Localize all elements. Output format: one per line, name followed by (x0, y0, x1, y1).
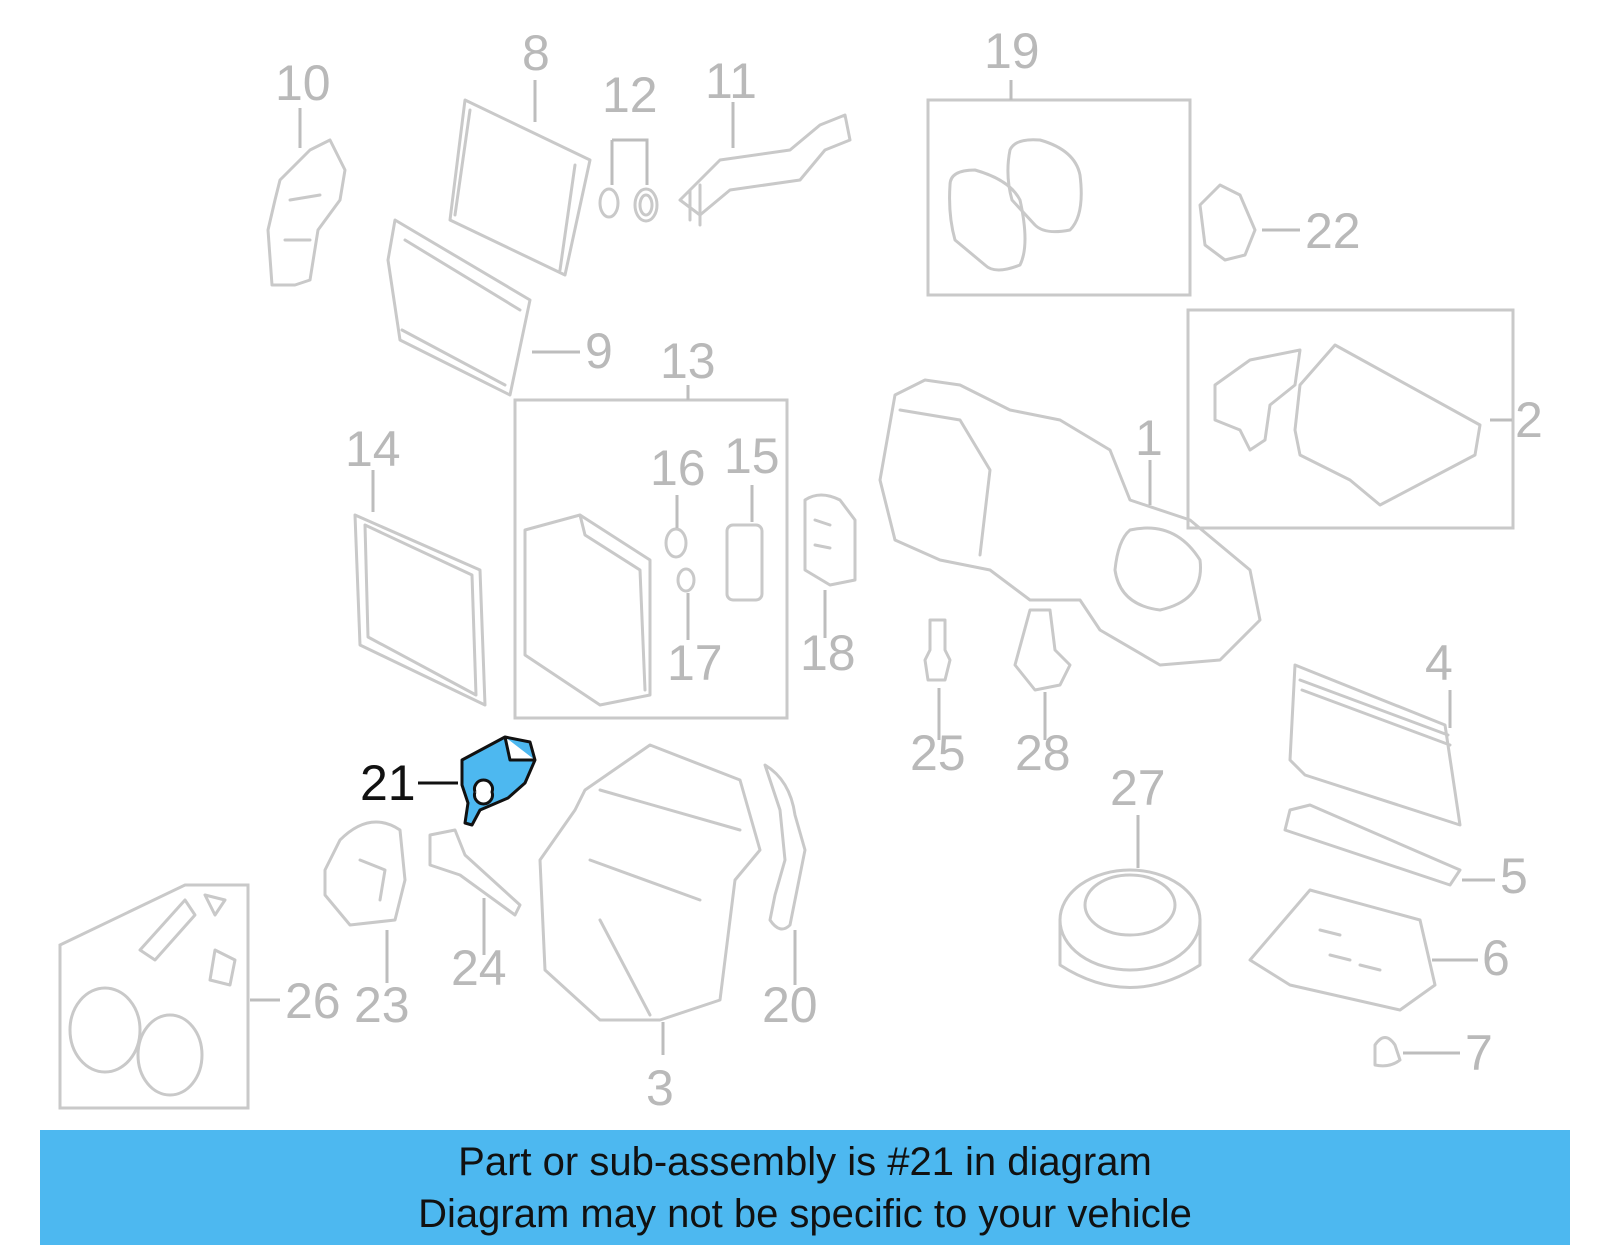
callout-2: 2 (1515, 392, 1543, 448)
info-banner: Part or sub-assembly is #21 in diagram D… (40, 1130, 1570, 1245)
part-19-seal-a (948, 168, 1027, 272)
part-27-blower-hub (1083, 873, 1177, 937)
part-15-valve (725, 523, 764, 602)
part-20-hose (763, 763, 807, 931)
part-12-oring-a (598, 187, 620, 219)
part-22-actuator (1198, 183, 1257, 262)
part-28-resistor (1013, 608, 1072, 692)
part-11-pipe (678, 113, 852, 227)
callout-21[interactable]: 21 (360, 755, 416, 811)
callout-22: 22 (1305, 203, 1361, 259)
callout-11: 11 (705, 53, 757, 109)
part-14-frame (353, 513, 487, 707)
callout-9: 9 (585, 323, 613, 379)
part-5-strip (1283, 803, 1462, 887)
part-9-heater-core (386, 218, 532, 397)
part-27-blower (1058, 868, 1202, 972)
callout-10: 10 (275, 55, 331, 111)
callout-8: 8 (522, 25, 550, 81)
part-23-actuator (323, 820, 407, 927)
callout-18: 18 (800, 625, 856, 681)
callout-1: 1 (1135, 410, 1163, 466)
box-19 (926, 98, 1192, 297)
callout-3: 3 (646, 1060, 674, 1116)
part-19-seal-b (1006, 138, 1083, 234)
part-3-housing (538, 743, 762, 1022)
part-17-oring (676, 567, 696, 593)
callout-20: 20 (762, 977, 818, 1033)
part-27-blower-base (1058, 918, 1202, 989)
part-7-clip (1373, 1036, 1402, 1068)
callout-13: 13 (660, 333, 716, 389)
callout-numbers: 10 8 12 11 19 22 9 13 2 1 14 16 15 17 18… (275, 23, 1543, 1116)
part-12-oring-c (638, 193, 654, 217)
callout-5: 5 (1500, 848, 1528, 904)
callout-27: 27 (1110, 760, 1166, 816)
part-25-sensor (923, 618, 952, 682)
callout-17: 17 (667, 635, 723, 691)
callout-24: 24 (451, 940, 507, 996)
callout-6: 6 (1482, 930, 1510, 986)
callout-4: 4 (1425, 635, 1453, 691)
callout-25: 25 (910, 725, 966, 781)
callout-14: 14 (345, 421, 401, 477)
callout-7: 7 (1465, 1025, 1493, 1081)
part-13-evaporator (523, 513, 652, 707)
callout-15: 15 (724, 428, 780, 484)
callout-28: 28 (1015, 725, 1071, 781)
callout-12: 12 (602, 67, 658, 123)
callout-26: 26 (285, 973, 341, 1029)
part-12-oring-b (633, 187, 659, 223)
part-8-core (448, 98, 592, 277)
part-16-oring (664, 527, 688, 559)
part-18-grommet (803, 493, 857, 587)
box-13 (513, 398, 789, 720)
part-24-rod (428, 828, 522, 917)
part-4-filter (1288, 663, 1462, 827)
part-26-bracket (138, 893, 237, 987)
part-2-cover (1213, 343, 1482, 507)
banner-line-1: Part or sub-assembly is #21 in diagram (458, 1140, 1152, 1184)
banner-line-2: Diagram may not be specific to your vehi… (418, 1192, 1192, 1236)
box-26 (58, 883, 250, 1110)
part-6-tray (1248, 888, 1437, 1012)
box-2 (1186, 308, 1515, 530)
callout-19: 19 (984, 23, 1040, 79)
part-26-gear-b (136, 1013, 204, 1097)
callout-16: 16 (650, 440, 706, 496)
leader-lines (250, 80, 1512, 1055)
part-26-gear-a (68, 986, 142, 1074)
part-21-highlighted[interactable] (460, 735, 537, 827)
part-10-bracket (266, 138, 347, 287)
callout-23: 23 (354, 977, 410, 1033)
part-1-housing (878, 378, 1262, 667)
